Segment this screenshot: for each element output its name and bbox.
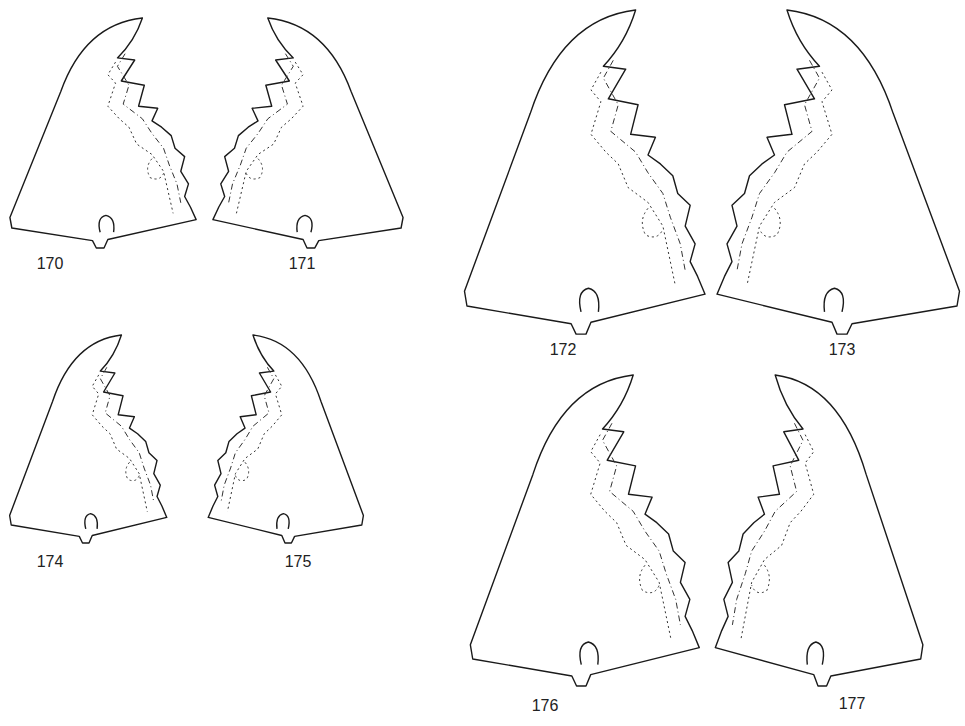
- figure-number: 173: [829, 342, 856, 358]
- mandible-drawing: [717, 10, 960, 334]
- mandible-drawing: [10, 335, 167, 543]
- mandible-drawing: [208, 335, 363, 543]
- figure-number: 177: [839, 696, 866, 712]
- mandible-drawing: [715, 375, 923, 686]
- mandible-drawing: [470, 375, 699, 686]
- figure-number: 171: [289, 256, 316, 272]
- figure-number: 170: [37, 256, 64, 272]
- figure-number: 174: [37, 554, 64, 570]
- figure-number: 176: [532, 698, 559, 714]
- figure-number: 172: [550, 342, 577, 358]
- mandible-drawing: [10, 18, 196, 248]
- mandible-drawing: [464, 10, 705, 334]
- mandible-drawing: [213, 18, 403, 248]
- figure-number: 175: [285, 554, 312, 570]
